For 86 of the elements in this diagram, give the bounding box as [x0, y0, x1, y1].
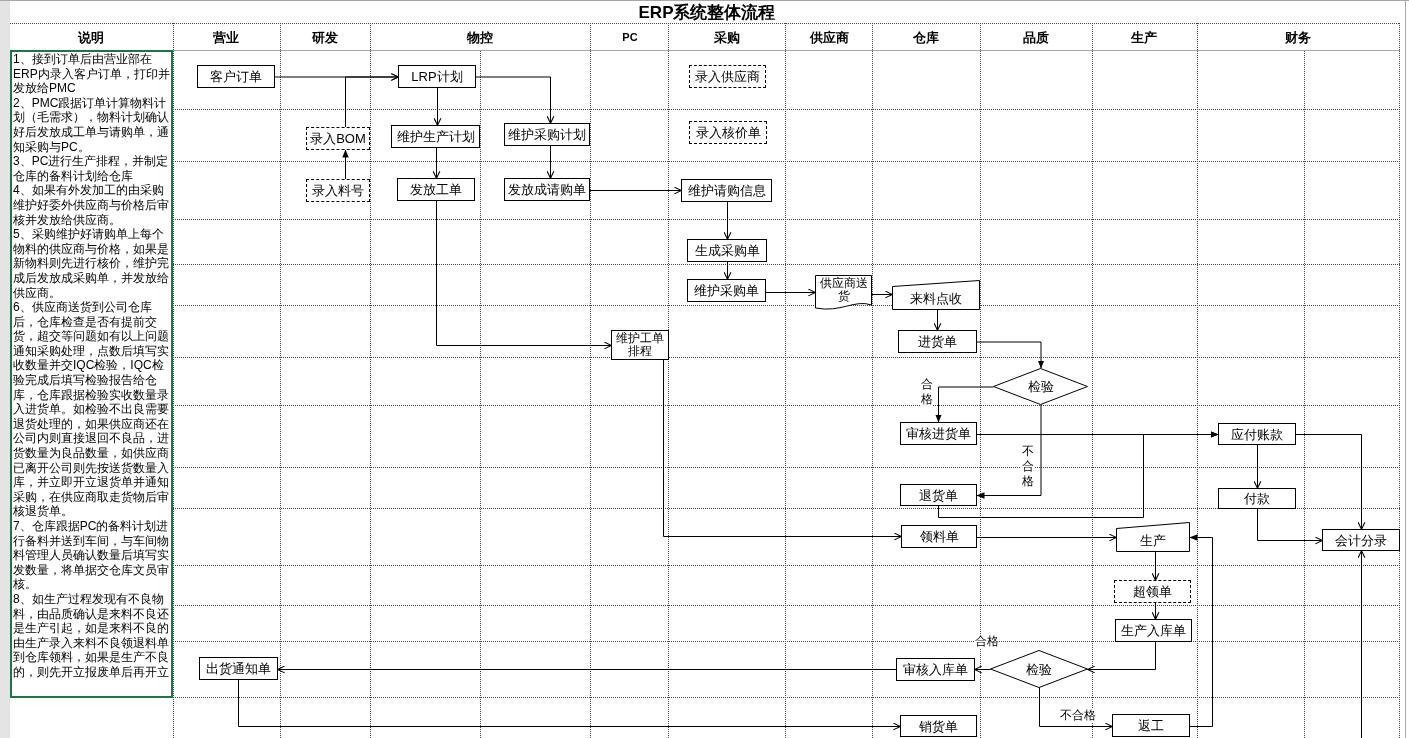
process-box: 审核进货单: [900, 422, 977, 445]
arrow: [974, 665, 991, 674]
arrow: [1257, 508, 1323, 545]
arrow: [723, 261, 732, 280]
process-box: 返工: [1112, 714, 1190, 737]
process-box: 维护生产计划: [391, 125, 480, 148]
arrow: [1295, 434, 1366, 530]
note-text: 4、如果有外发加工的由采购维护好委外供应商与价格后审核并发放给供应商。: [13, 183, 170, 228]
process-box: 付款: [1218, 488, 1296, 509]
dashed-box: 录入核价单: [689, 121, 767, 144]
note-text: 1、接到订单后由营业部在ERP内录入客户订单，打印并发放给PMC: [13, 52, 170, 96]
arrow: [1189, 534, 1213, 727]
dashed-box: 录入料号: [306, 179, 370, 202]
edge-label: 不合格: [1060, 708, 1096, 723]
arrow: [1151, 602, 1160, 620]
arrow: [238, 679, 901, 731]
process-box: 生产入库单: [1115, 619, 1192, 642]
arrow: [976, 404, 1042, 499]
process-box: 会计分录: [1322, 529, 1400, 551]
arrow: [432, 147, 441, 179]
note-text: 2、PMC跟据订单计算物料计划（毛需求），物料计划确认好后发放成工单与请购单，通知采购与PC。: [13, 95, 170, 155]
arrow: [1357, 550, 1366, 738]
process-box: 客户订单: [197, 65, 275, 88]
edge-label: 不合格: [1021, 444, 1034, 489]
process-box: 应付账款: [1218, 423, 1296, 445]
edge-label: 合格: [920, 377, 933, 407]
process-box: 维护请购信息: [681, 179, 772, 202]
process-box: 维护工单排程: [611, 330, 669, 360]
dashed-box: 录入供应商: [689, 65, 766, 88]
arrow: [433, 87, 442, 126]
arrow: [1151, 551, 1160, 581]
column-header: PC: [622, 29, 638, 45]
process-box: 生成采购单: [687, 239, 767, 262]
note-text: 5、采购维护好请购单上每个物料的供应商与价格，如果是新物料则先进行核价，维护完成后发放成采购单，并发放给供应商。: [13, 227, 170, 301]
column-header: 供应商: [809, 29, 849, 45]
arrow: [1253, 444, 1262, 489]
diagram-title: ERP系统整体流程: [638, 2, 776, 22]
process-box: 审核入库单: [896, 658, 975, 681]
decision-diamond: 检验: [993, 368, 1088, 405]
column-header: 物控: [467, 29, 493, 45]
column-header: 研发: [312, 29, 338, 45]
arrow: [976, 533, 1117, 542]
process-box: 领料单: [901, 525, 977, 548]
edge-label: 合格: [975, 634, 999, 649]
manual-input-shape: 生产: [1116, 522, 1190, 552]
arrow: [663, 359, 902, 541]
dashed-box: 录入BOM: [306, 127, 370, 150]
arrow: [933, 309, 942, 331]
process-box: 销货单: [900, 715, 977, 737]
process-box: 维护采购单: [687, 279, 766, 302]
arrow: [546, 145, 555, 179]
arrow: [871, 290, 893, 299]
note-text: 6、供应商送货到公司仓库后，仓库检查是否有提前交货，超交等问题如有以上问题通知采购处理，点数后填写实收数量并交IQC检验，IQC检验完成后填写检验报告给仓库，仓库跟据检验实收数量录入进货单。如检验不出良需要退货处理的，如果供应商还在公司内则直接退回不良品，进货数量为良品数量，如供应商已离开公司则先按送货数量入库，并立即开立退货单并通知采购，在供应商取走货物后审核退货单。: [13, 300, 170, 519]
note-text: 7、仓库跟据PC的备料计划进行备料并送到车间，与车间物料管理人员确认数量后填写实发数量，将单据交仓库文员审核。: [13, 519, 170, 592]
arrow: [436, 200, 612, 350]
decision-diamond: 检验: [990, 650, 1088, 688]
process-box: 发放工单: [397, 178, 475, 201]
dashed-box: 超领单: [1114, 580, 1191, 603]
process-box: 退货单: [900, 484, 977, 506]
arrow: [277, 665, 897, 674]
process-box: 出货通知单: [199, 657, 278, 680]
arrow: [589, 186, 682, 195]
note-text: 3、PC进行生产排程，并制定仓库的备料计划给仓库: [13, 154, 170, 184]
column-header: 财务: [1285, 29, 1311, 45]
process-box: 维护采购计划: [504, 123, 590, 146]
arrow: [1039, 687, 1113, 731]
arrow: [342, 149, 349, 180]
column-header: 营业: [213, 29, 239, 45]
arrow: [765, 288, 816, 297]
column-header: 生产: [1131, 29, 1157, 45]
column-header: 仓库: [913, 29, 939, 45]
arrow: [723, 201, 732, 240]
arrow: [1087, 641, 1156, 674]
column-header: 采购: [714, 29, 740, 45]
arrow: [976, 341, 1045, 369]
arrow: [345, 73, 399, 128]
process-box: 进货单: [898, 330, 977, 353]
note-text: 8、如生产过程发现有不良物料，由品质确认是来料不良还是生产引起，如是来料不良的由生产录入来料不良领退料单到仓库领料，如果是生产不良的，则先开立报废单后再开立: [13, 591, 170, 680]
document-shape: 供应商送货: [815, 275, 872, 311]
manual-input-shape: 来料点收: [892, 280, 980, 310]
column-header: 品质: [1023, 29, 1049, 45]
process-box: LRP计划: [398, 65, 476, 88]
arrow: [935, 386, 994, 423]
process-box: 发放成请购单: [504, 178, 590, 201]
arrow: [475, 76, 555, 124]
arrow: [938, 431, 1219, 518]
